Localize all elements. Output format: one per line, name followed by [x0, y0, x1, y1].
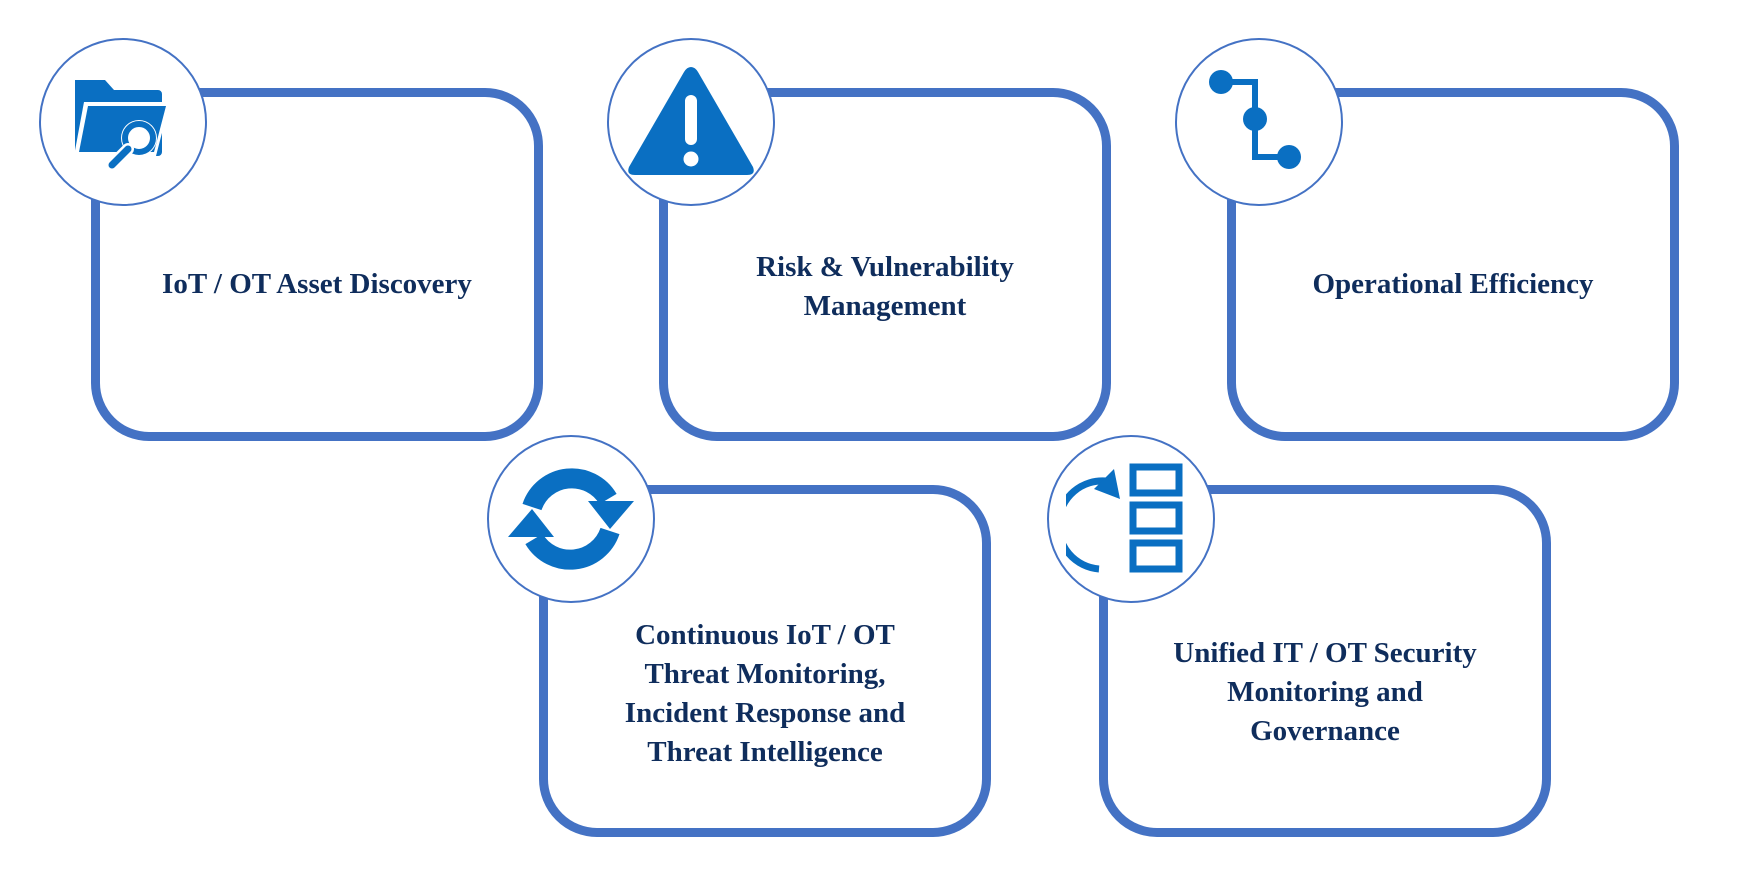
card-label: IoT / OT Asset Discovery [162, 268, 472, 300]
badge-unified-security [1047, 435, 1215, 603]
card-label: Risk & Vulnerability Management [756, 251, 1014, 322]
badge-asset-discovery [39, 38, 207, 206]
card-asset-discovery: IoT / OT Asset Discovery [91, 88, 543, 441]
stacked-list-arrow-icon [1066, 463, 1183, 573]
card-label: Operational Efficiency [1312, 268, 1594, 300]
card-label: Unified IT / OT Security Monitoring and … [1173, 637, 1477, 747]
refresh-cycle-icon [508, 468, 634, 570]
badge-risk-vulnerability [607, 38, 775, 206]
workflow-nodes-icon [1209, 70, 1301, 169]
folder-search-icon [74, 80, 170, 172]
warning-triangle-icon [628, 67, 754, 175]
badge-operational-efficiency [1175, 38, 1343, 206]
badge-threat-monitoring [487, 435, 655, 603]
card-label: Continuous IoT / OT Threat Monitoring, I… [624, 619, 906, 768]
